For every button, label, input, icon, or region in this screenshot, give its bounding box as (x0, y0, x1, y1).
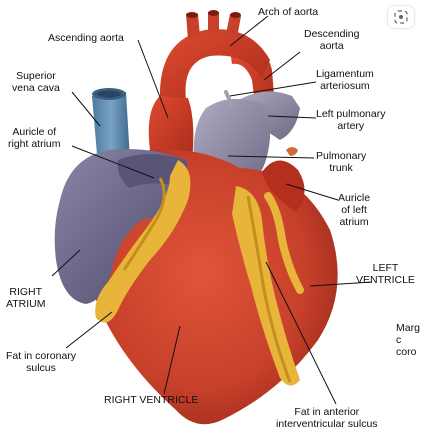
superior-vena-cava-text-1: Superior (16, 70, 56, 82)
auricle-left-atrium-text-3: atrium (339, 216, 369, 228)
interventricular-fat-shape (232, 186, 300, 386)
right-atrium-shape (54, 149, 188, 304)
tissue-fragment-shape (286, 147, 298, 156)
marginal-cut-text-3: coro (396, 346, 417, 358)
right-ventricle-text: RIGHT VENTRICLE (104, 394, 199, 406)
arch-of-aorta-label: Arch of aorta (258, 6, 318, 18)
fat-coronary-sulcus-label: Fat in coronary sulcus (6, 350, 76, 374)
descending-aorta-text-2: aorta (319, 40, 344, 52)
fat-interventricular-sulcus-label: Fat in anterior interventricular sulcus (276, 406, 378, 430)
fat-coronary-sulcus-text-1: Fat in coronary (6, 350, 77, 362)
left-pulmonary-artery-label: Left pulmonary artery (316, 108, 385, 132)
right-atrium-text-2: ATRIUM (6, 298, 46, 310)
ascending-aorta-text: Ascending aorta (48, 32, 124, 44)
left-pulmonary-artery-text-1: Left pulmonary (316, 108, 386, 120)
fat-interventricular-sulcus-text-2: interventricular sulcus (276, 418, 378, 430)
left-ventricle-text-1: LEFT (372, 262, 399, 274)
pulmonary-trunk-text-1: Pulmonary (316, 150, 367, 162)
lens-search-icon (394, 10, 408, 24)
pulmonary-trunk-label: Pulmonary trunk (316, 150, 366, 174)
fat-coronary-sulcus-text-2: sulcus (26, 362, 56, 374)
ascending-aorta-shape (148, 96, 194, 160)
descending-aorta-label: Descending aorta (304, 28, 359, 52)
marginal-cut-text-2: c (396, 334, 402, 346)
marginal-cut-text-1: Marg (396, 322, 420, 334)
lens-search-button[interactable] (388, 6, 414, 28)
left-pulmonary-artery-text-2: artery (337, 120, 365, 132)
right-atrium-label: RIGHT ATRIUM (6, 286, 45, 310)
right-auricle-shape (117, 154, 187, 188)
ligamentum-arteriosum-shape (224, 90, 234, 108)
superior-vena-cava-label: Superior vena cava (12, 70, 60, 94)
left-common-carotid-shape (208, 12, 219, 32)
superior-vena-cava-text-2: vena cava (12, 82, 60, 94)
arch-of-aorta-text: Arch of aorta (258, 6, 319, 18)
auricle-right-atrium-label: Auricle of right atrium (8, 126, 61, 150)
marginal-cut-label: Marg c coro (396, 322, 424, 358)
ligamentum-arteriosum-text-1: Ligamentum (316, 68, 374, 80)
superior-vena-cava-shape (92, 92, 130, 166)
fat-interventricular-sulcus-text-1: Fat in anterior (294, 406, 360, 418)
auricle-right-atrium-text-1: Auricle of (12, 126, 57, 138)
right-ventricle-label: RIGHT VENTRICLE (104, 394, 198, 406)
ligamentum-arteriosum-text-2: arteriosum (320, 80, 370, 92)
descending-aorta-text-1: Descending (304, 28, 360, 40)
left-ventricle-label: LEFT VENTRICLE (356, 262, 415, 286)
auricle-right-atrium-text-2: right atrium (8, 138, 61, 150)
aortic-arch-shape (159, 29, 270, 101)
left-ventricle-text-2: VENTRICLE (356, 274, 415, 286)
auricle-left-atrium-text-2: of left (341, 204, 367, 216)
auricle-left-atrium-text-1: Auricle (338, 192, 371, 204)
pulmonary-trunk-text-2: trunk (329, 162, 353, 174)
leader-lines (51, 15, 373, 405)
auricle-left-atrium-label: Auricle of left atrium (338, 192, 370, 228)
ligamentum-arteriosum-label: Ligamentum arteriosum (316, 68, 374, 92)
ascending-aorta-label: Ascending aorta (48, 32, 124, 44)
left-auricle-shape (262, 160, 305, 212)
right-atrium-text-1: RIGHT (9, 286, 43, 298)
left-subclavian-shape (226, 14, 241, 38)
brachiocephalic-trunk-shape (186, 14, 200, 40)
